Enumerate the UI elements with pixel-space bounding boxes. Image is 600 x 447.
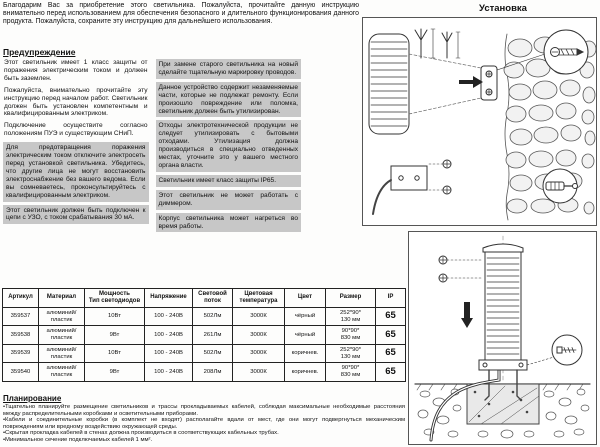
spec-cell: 359539 [2,343,39,364]
spec-cell: 9Вт [84,362,145,383]
installation-title: Установка [479,3,527,14]
bollard-installation-diagram [408,231,597,445]
cable-icon [372,179,392,215]
table-row: 359539 алюминий/ пластик 10Вт 100 - 240В… [2,343,406,364]
spec-cell: 10Вт [84,343,145,364]
table-row: 359540 алюминий/ пластик 9Вт 100 - 240В … [2,362,406,383]
spec-header: Артикул [2,288,39,308]
spec-cell: 100 - 240В [144,362,193,383]
warning-column-2: При замене старого светильника на новый … [155,59,301,235]
spec-header: Мощность Тип светодиодов [84,288,145,308]
table-header-row: Артикул Материал Мощность Тип светодиодо… [2,288,406,308]
arrow-icon [459,76,483,88]
screw-icon [438,255,482,283]
warning-paragraph: При замене старого светильника на новый … [155,59,301,79]
wire-stripping-icon [414,28,461,59]
spec-header: Световой поток [192,288,233,308]
spec-cell: алюминий/ пластик [38,325,85,345]
spec-cell: 90*90* 830 мм [325,325,376,345]
spec-table: Артикул Материал Мощность Тип светодиодо… [2,288,406,383]
spec-cell: коричнев. [284,343,326,364]
spec-cell: коричнев. [284,362,326,383]
wall-lamp-body [368,33,410,135]
warning-paragraph: Этот светильник должен быть подключен к … [3,204,149,225]
spec-cell: алюминий/ пластик [38,306,85,327]
screw-detail-circle [496,29,589,75]
spec-cell: 65 [375,362,406,383]
spec-cell: 359537 [2,306,39,327]
spec-cell: 502Лм [192,343,233,364]
warning-paragraph: Данное устройство содержит незаменяемые … [155,81,301,118]
table-row: 359538 алюминий/ пластик 9Вт 100 - 240В … [2,325,406,345]
spec-cell: 261Лм [192,325,233,345]
planning-item: •Минимальное сечение подключаемых кабеле… [3,437,153,444]
junction-bracket [372,159,452,215]
spec-header: Напряжение [144,288,193,308]
planning-item: •Скрытая прокладка кабелей в стенах долж… [3,430,279,437]
spec-cell: 359540 [2,362,39,383]
spec-header: Размер [325,288,376,308]
warning-paragraph: Корпус светильника может нагреться во вр… [155,212,301,233]
spec-cell: 100 - 240В [144,343,193,364]
wall-installation-diagram [362,17,597,226]
warning-paragraph: Отходы электротехнической продукции не с… [155,120,301,172]
spec-cell: 252*90* 130 мм [325,306,376,327]
spec-cell: 10Вт [84,306,145,327]
spec-cell: алюминий/ пластик [38,362,85,383]
spec-header: Материал [38,288,85,308]
gravel-stones [417,388,590,439]
warning-title: Предупреждение [3,47,76,57]
spec-cell: 3000К [232,362,285,383]
planning-title: Планирование [3,394,62,403]
warning-section: Этот светильник имеет 1 класс защиты от … [3,59,301,235]
spec-cell: чёрный [284,306,326,327]
spec-header: Цветовая температура [232,288,285,308]
arrow-icon [461,302,473,328]
spec-cell: 65 [375,306,406,327]
warning-paragraph: Этот светильник не может работать с димм… [155,189,301,210]
spec-cell: алюминий/ пластик [38,343,85,364]
intro-paragraph: Благодарим Вас за приобретение этого све… [3,2,359,26]
warning-column-1: Этот светильник имеет 1 класс защиты от … [3,59,149,235]
spec-cell: 3000К [232,325,285,345]
spec-cell: 9Вт [84,325,145,345]
warning-paragraph: Для предотвращения поражения электрическ… [3,142,149,202]
spec-cell: 100 - 240В [144,325,193,345]
spec-cell: 90*90* 830 мм [325,362,376,383]
spec-cell: 502Лм [192,306,233,327]
planning-item: •Тщательно планируйте размещение светиль… [3,404,405,417]
mounting-plate [480,65,498,101]
spec-cell: 359538 [2,325,39,345]
spec-header: Цвет [284,288,326,308]
warning-paragraph: Пожалуйста, внимательно прочитайте эту и… [4,86,148,118]
anchor-detail-circle [542,168,578,204]
warning-paragraph: Подключение осуществите согласно положен… [4,122,148,138]
spec-header: IP [375,288,406,308]
planning-item: •Кабели и соединительные коробки (в комп… [3,417,405,430]
alignment-dashed-line [408,53,482,115]
anchor-bolt [484,369,522,401]
spec-cell: 65 [375,325,406,345]
spec-cell: 100 - 240В [144,306,193,327]
table-row: 359537 алюминий/ пластик 10Вт 100 - 240В… [2,306,406,327]
warning-paragraph: Светильник имеет класс защиты IP65. [155,174,301,187]
spec-cell: чёрный [284,325,326,345]
concrete-footing [466,383,540,425]
spec-cell: 208Лм [192,362,233,383]
bolt-detail-circle [526,334,583,366]
spec-cell: 252*90* 130 мм [325,343,376,364]
spec-cell: 3000К [232,306,285,327]
spec-cell: 3000К [232,343,285,364]
ground-section [414,369,591,442]
spec-cell: 65 [375,343,406,364]
bollard-lamp-body [478,243,528,371]
warning-paragraph: Этот светильник имеет 1 класс защиты от … [4,59,148,82]
planning-section: •Тщательно планируйте размещение светиль… [3,404,405,444]
